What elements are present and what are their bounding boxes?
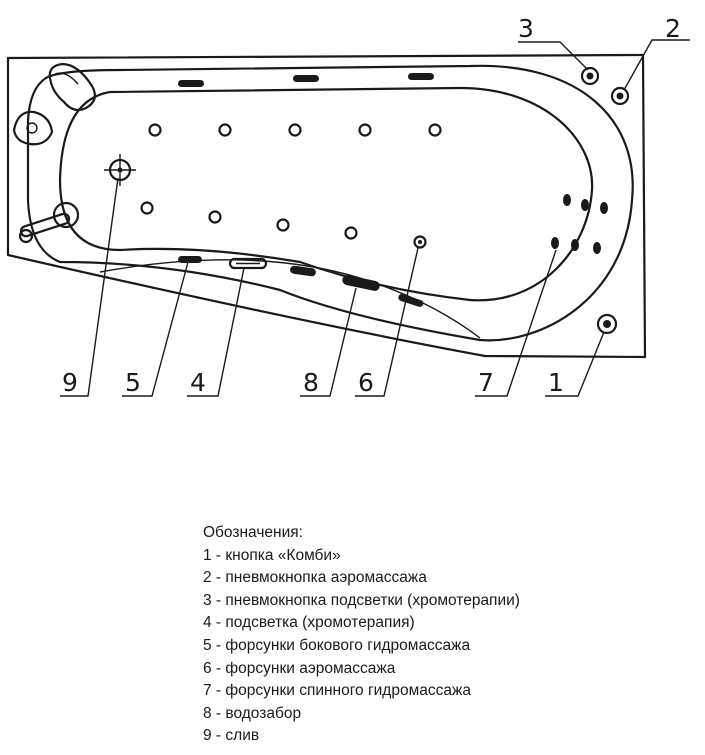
callout-5: 5: [125, 368, 141, 397]
legend-title: Обозначения:: [203, 524, 303, 541]
legend-item: 8 - водозабор: [203, 704, 302, 722]
combi-button-icon: [596, 313, 618, 335]
callout-1: 1: [548, 368, 564, 397]
callout-4: 4: [190, 368, 206, 397]
legend-item: 6 - форсунки аэромассажа: [203, 659, 396, 677]
callout-7: 7: [478, 368, 494, 397]
legend-item: 2 - пневмокнопка аэромассажа: [203, 569, 427, 587]
legend-item: 4 - подсветка (хромотерапия): [203, 614, 415, 632]
leader-lines: [60, 39, 690, 397]
legend-item: 9 - слив: [203, 727, 260, 745]
legend-item: 5 - форсунки бокового гидромассажа: [203, 636, 471, 654]
tub-outer-rim: [6, 53, 647, 359]
light-pneumo-button-icon: [580, 66, 600, 86]
legend-list: 1 - кнопка «Комби» 2 - пневмокнопка аэро…: [203, 545, 683, 748]
legend-item: 3 - пневмокнопка подсветки (хромотерапии…: [203, 591, 520, 609]
side-hydromassage-jets: [178, 256, 424, 307]
back-hydromassage-jets: [551, 194, 608, 254]
callout-2: 2: [665, 14, 681, 43]
bathtub-diagram: 3 2 1 7 6 8 4 5 9: [6, 14, 690, 397]
faucet-fixture: [48, 62, 97, 112]
callout-3: 3: [518, 14, 534, 43]
drain-icon: [104, 154, 136, 186]
tub-basin: [58, 86, 594, 302]
tub-ledge-curve: [99, 259, 481, 339]
aeromassage-pneumo-button-icon: [610, 86, 630, 106]
chromotherapy-light: [228, 257, 268, 270]
drain-handle: [18, 201, 80, 244]
callout-6: 6: [358, 368, 374, 397]
aeromassage-nozzles: [140, 123, 442, 249]
legend: Обозначения: 1 - кнопка «Комби» 2 - пнев…: [203, 522, 683, 748]
water-intake: [342, 275, 380, 291]
overflow-fixture: [12, 110, 54, 146]
top-side-jets: [178, 73, 434, 87]
callout-9: 9: [62, 368, 78, 397]
callout-8: 8: [303, 368, 319, 397]
tub-inner-rim: [26, 64, 634, 342]
legend-item: 7 - форсунки спинного гидромассажа: [203, 682, 471, 700]
legend-item: 1 - кнопка «Комби»: [203, 546, 341, 564]
